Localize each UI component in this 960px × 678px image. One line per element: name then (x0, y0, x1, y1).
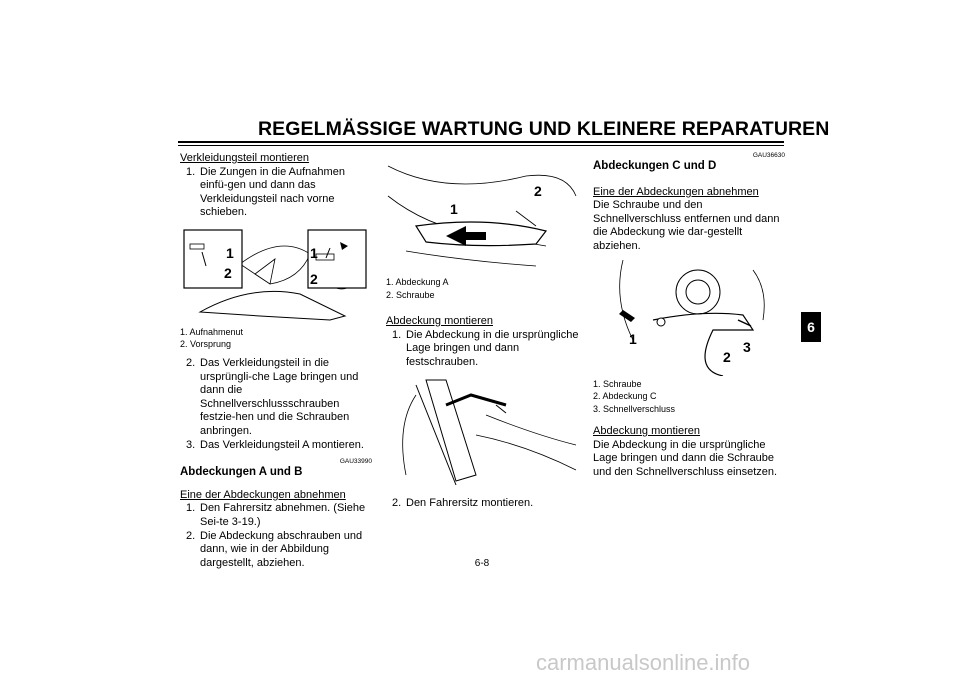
list-item: 3.Das Verkleidungsteil A montieren. (186, 438, 364, 451)
figure-label: 1 (226, 245, 234, 261)
steps-cover-install-2: 2.Den Fahrersitz montieren. (386, 497, 580, 511)
page-title: REGELMÄSSIGE WARTUNG UND KLEINERE REPARA… (258, 118, 830, 140)
steps-remove-cover: 1.Den Fahrersitz abnehmen. (Siehe Sei-te… (180, 502, 372, 570)
figure-fairing-tabs: 1 2 1 2 (180, 223, 370, 324)
figure-cover-a: 1 2 (387, 165, 577, 267)
chapter-tab: 6 (801, 312, 821, 342)
subheading-fairing-install: Verkleidungsteil montieren (180, 152, 310, 164)
subheading-remove-cover-c: Eine der Abdeckungen abnehmen (593, 185, 759, 198)
figure-label: 2 (723, 349, 731, 365)
steps-fairing-1: 1.Die Zungen in die Aufnahmen einfü-gen … (180, 166, 372, 220)
list-item: 1.Den Fahrersitz abnehmen. (Siehe Sei-te… (186, 502, 366, 528)
watermark: carmanualsonline.info (536, 650, 751, 675)
list-item: 1.Die Zungen in die Aufnahmen einfü-gen … (186, 165, 345, 219)
figure-legend-1: 1. Aufnahmenut 2. Vorsprung (180, 326, 372, 351)
page-number: 6-8 (474, 558, 490, 569)
legend-item: 1. Schraube (593, 378, 642, 389)
figure-legend-3: 1. Schraube 2. Abdeckung C 3. Schnellver… (593, 378, 785, 416)
legend-item: 2. Abdeckung C (593, 391, 657, 402)
figure-label: 2 (224, 265, 232, 281)
paragraph-install-cover-c: Die Abdeckung in die ursprüngliche Lage … (593, 438, 778, 478)
section-code: GAU33990 (339, 458, 372, 466)
subheading-install-cover-c: Abdeckung montieren (593, 425, 701, 438)
figure-cover-install (402, 379, 577, 486)
subheading-remove-cover: Eine der Abdeckungen abnehmen (180, 488, 346, 501)
steps-cover-install: 1.Die Abdeckung in die ursprüngliche Lag… (386, 329, 580, 370)
legend-item: 1. Abdeckung A (386, 277, 449, 287)
figure-legend-2: 1. Abdeckung A 2. Schraube (386, 276, 580, 301)
figure-label: 1 (629, 331, 637, 347)
title-rule (178, 141, 784, 143)
legend-item: 1. Aufnahmenut (180, 326, 244, 337)
legend-item: 3. Schnellverschluss (593, 403, 676, 414)
title-rule-thin (178, 145, 784, 146)
column-2: 1 2 1. Abdeckung A 2. Schraube Abdeckung… (386, 152, 580, 511)
column-1: Verkleidungsteil montieren 1.Die Zungen … (180, 152, 372, 570)
legend-item: 2. Vorsprung (180, 339, 232, 350)
figure-label: 2 (534, 183, 542, 199)
list-item: 1.Die Abdeckung in die ursprüngliche Lag… (392, 328, 579, 368)
steps-fairing-2: 2.Das Verkleidungsteil in die ursprüngli… (180, 357, 372, 452)
list-item: 2.Die Abdeckung abschrauben und dann, wi… (186, 529, 363, 569)
section-heading-covers-cd: Abdeckungen C und D (593, 160, 717, 172)
column-3: GAU36630 Abdeckungen C und D Eine der Ab… (593, 152, 785, 479)
subheading-cover-install: Abdeckung montieren (386, 315, 494, 327)
list-item: 2.Das Verkleidungsteil in die ursprüngli… (186, 356, 359, 437)
figure-label: 3 (743, 339, 751, 355)
legend-item: 2. Schraube (386, 289, 435, 300)
figure-label: 1 (450, 201, 458, 217)
list-item: 2.Den Fahrersitz montieren. (392, 497, 534, 510)
paragraph-remove-cover-c: Die Schraube und den Schnellverschluss e… (593, 199, 780, 252)
section-heading-covers-ab: Abdeckungen A und B (180, 466, 303, 479)
section-code: GAU36630 (752, 152, 785, 159)
figure-label: 2 (310, 271, 318, 287)
figure-label: 1 (310, 245, 318, 261)
figure-cover-c: 1 2 3 (619, 259, 765, 376)
